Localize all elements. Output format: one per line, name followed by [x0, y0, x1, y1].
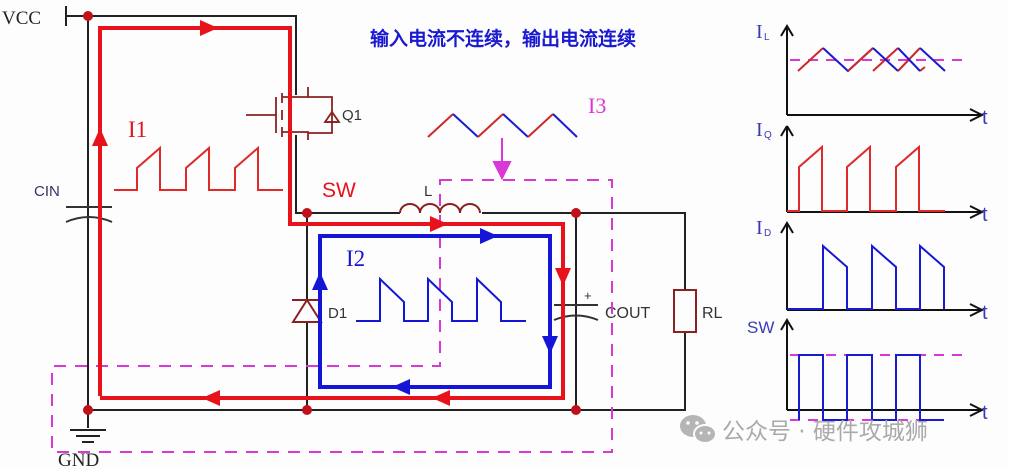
- sw-waveform: [798, 354, 944, 421]
- junction-dot: [83, 11, 93, 21]
- id-t-label: t: [982, 302, 988, 324]
- il-axis-sub: L: [764, 32, 770, 43]
- watermark-text: 公众号 · 硬件攻城狮: [722, 419, 928, 445]
- arrow-left-icon: [202, 390, 220, 406]
- cin-capacitor-icon: [65, 206, 113, 223]
- arrow-up-icon: [92, 128, 108, 146]
- wechat-icon: [680, 415, 717, 444]
- iq-axis-sub: Q: [764, 130, 772, 141]
- i1-label: I1: [128, 117, 147, 142]
- arrow-right-icon: [480, 228, 498, 244]
- d1-label: D1: [328, 305, 347, 322]
- id-axis-label: I: [756, 217, 763, 239]
- inductor-label: L: [424, 183, 432, 200]
- q1-label: Q1: [342, 107, 362, 124]
- i3-arrow-icon: [492, 138, 512, 181]
- input-current-arrows: [92, 20, 571, 406]
- junction-dots: [83, 11, 581, 415]
- il-axis-label: I: [756, 21, 763, 43]
- id-plot: I D t: [756, 217, 988, 324]
- arrow-down-icon: [555, 268, 571, 286]
- freewheel-current-loop: [318, 234, 552, 389]
- arrow-left-icon: [432, 390, 450, 406]
- iq-waveform: [787, 144, 945, 212]
- arrow-right-icon: [200, 20, 218, 36]
- arrow-right-icon: [430, 216, 448, 232]
- il-plot: I L t: [756, 21, 988, 129]
- arrow-left-icon: [392, 379, 410, 395]
- sw-t-label: t: [982, 402, 988, 424]
- resistor-rl-icon: [673, 289, 697, 333]
- il-fall-segments: [872, 47, 899, 72]
- cout-plus-label: +: [584, 288, 592, 303]
- i2-waveform: [356, 276, 526, 322]
- diode-d1-icon: [291, 298, 323, 323]
- output-current-region: [51, 179, 613, 453]
- junction-dot: [302, 405, 312, 415]
- diagram-title: 输入电流不连续，输出电流连续: [370, 27, 636, 50]
- freewheel-current-arrows: [312, 228, 558, 395]
- rl-label: RL: [702, 305, 723, 322]
- inductor-icon: [399, 203, 481, 214]
- i2-label: I2: [346, 246, 365, 271]
- id-axis-sub: D: [764, 228, 771, 239]
- arrow-down-icon: [542, 336, 558, 354]
- il-fall-segments: [897, 47, 946, 72]
- sw-node-wire: [295, 135, 400, 214]
- iq-plot: I Q t: [756, 119, 988, 226]
- sw-node-label: SW: [322, 179, 356, 202]
- output-top-wire: [482, 212, 686, 290]
- junction-dot: [302, 208, 312, 218]
- vcc-label: VCC: [2, 8, 41, 29]
- i1-waveform: [114, 145, 283, 191]
- iq-t-label: t: [982, 204, 988, 226]
- cout-label: COUT: [605, 305, 651, 322]
- id-waveform: [787, 243, 945, 310]
- ground-rail: [88, 332, 686, 411]
- iq-axis-label: I: [756, 119, 763, 141]
- sw-plot: SW t: [747, 318, 988, 424]
- waveform-axes: [780, 24, 985, 417]
- mosfet-q1-icon: [246, 87, 341, 140]
- i3-label: I3: [588, 93, 606, 118]
- ground-icon: [70, 429, 106, 443]
- gnd-label: GND: [58, 450, 99, 469]
- junction-dot: [571, 208, 581, 218]
- cin-label: CIN: [34, 183, 60, 200]
- vcc-rail: [66, 15, 297, 95]
- i3-waveform: [427, 113, 578, 138]
- junction-dot: [83, 405, 93, 415]
- junction-dot: [571, 405, 581, 415]
- arrow-up-icon: [312, 272, 328, 290]
- input-current-loop: [98, 26, 565, 400]
- sw-axis-label: SW: [747, 318, 774, 337]
- il-t-label: t: [982, 107, 988, 129]
